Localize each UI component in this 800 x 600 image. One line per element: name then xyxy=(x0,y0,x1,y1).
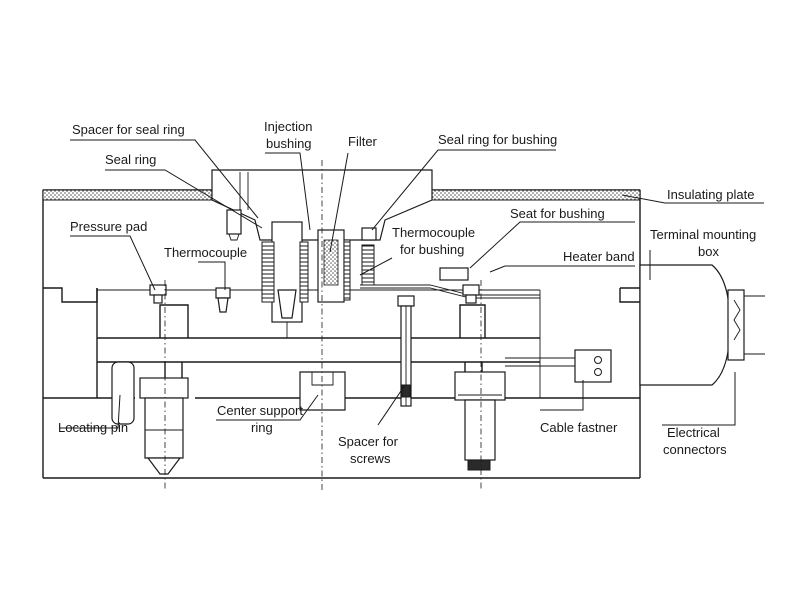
injection-bushing xyxy=(261,221,309,323)
label-seat-bushing: Seat for bushing xyxy=(510,206,605,221)
thermocouple-left xyxy=(215,287,231,313)
spacer-screws xyxy=(397,295,415,407)
label-spacer-screws-line2: screws xyxy=(350,451,391,466)
label-thermocouple-bushing-line1: Thermocouple xyxy=(392,225,475,240)
label-insulating-plate: Insulating plate xyxy=(667,187,754,202)
label-center-support-line1: Center support xyxy=(217,403,303,418)
label-injection-bushing-line1: Injection xyxy=(264,119,312,134)
bushing-seat xyxy=(439,267,480,304)
manifold xyxy=(97,304,540,385)
label-injection-bushing-line2: bushing xyxy=(266,136,312,151)
label-electrical-line1: Electrical xyxy=(667,425,720,440)
label-filter: Filter xyxy=(348,134,378,149)
label-seal-ring-bushing: Seal ring for bushing xyxy=(438,132,557,147)
left-nozzle xyxy=(139,377,189,475)
label-heater-band: Heater band xyxy=(563,249,635,264)
label-pressure-pad: Pressure pad xyxy=(70,219,147,234)
pressure-pad xyxy=(149,284,167,304)
center-lines xyxy=(164,160,482,490)
label-electrical-line2: connectors xyxy=(663,442,727,457)
label-terminal-box-line2: box xyxy=(698,244,719,259)
center-support-ring xyxy=(299,371,346,411)
label-center-support-line2: ring xyxy=(251,420,273,435)
bushing-seal xyxy=(360,227,540,299)
leader-lines xyxy=(60,139,764,429)
label-thermocouple: Thermocouple xyxy=(164,245,247,260)
labels: Spacer for seal ring Injection bushing F… xyxy=(58,119,756,466)
label-seal-ring: Seal ring xyxy=(105,152,156,167)
label-locating-pin: Locating pin xyxy=(58,420,128,435)
label-cable-fastner: Cable fastner xyxy=(540,420,618,435)
cable-fastener xyxy=(505,349,612,383)
label-spacer-seal-ring: Spacer for seal ring xyxy=(72,122,185,137)
right-nozzle xyxy=(454,371,506,471)
label-thermocouple-bushing-line2: for bushing xyxy=(400,242,464,257)
label-spacer-screws-line1: Spacer for xyxy=(338,434,399,449)
label-terminal-box-line1: Terminal mounting xyxy=(650,227,756,242)
filter xyxy=(317,229,351,303)
locating-pin xyxy=(111,361,135,425)
terminal-box xyxy=(639,264,765,386)
